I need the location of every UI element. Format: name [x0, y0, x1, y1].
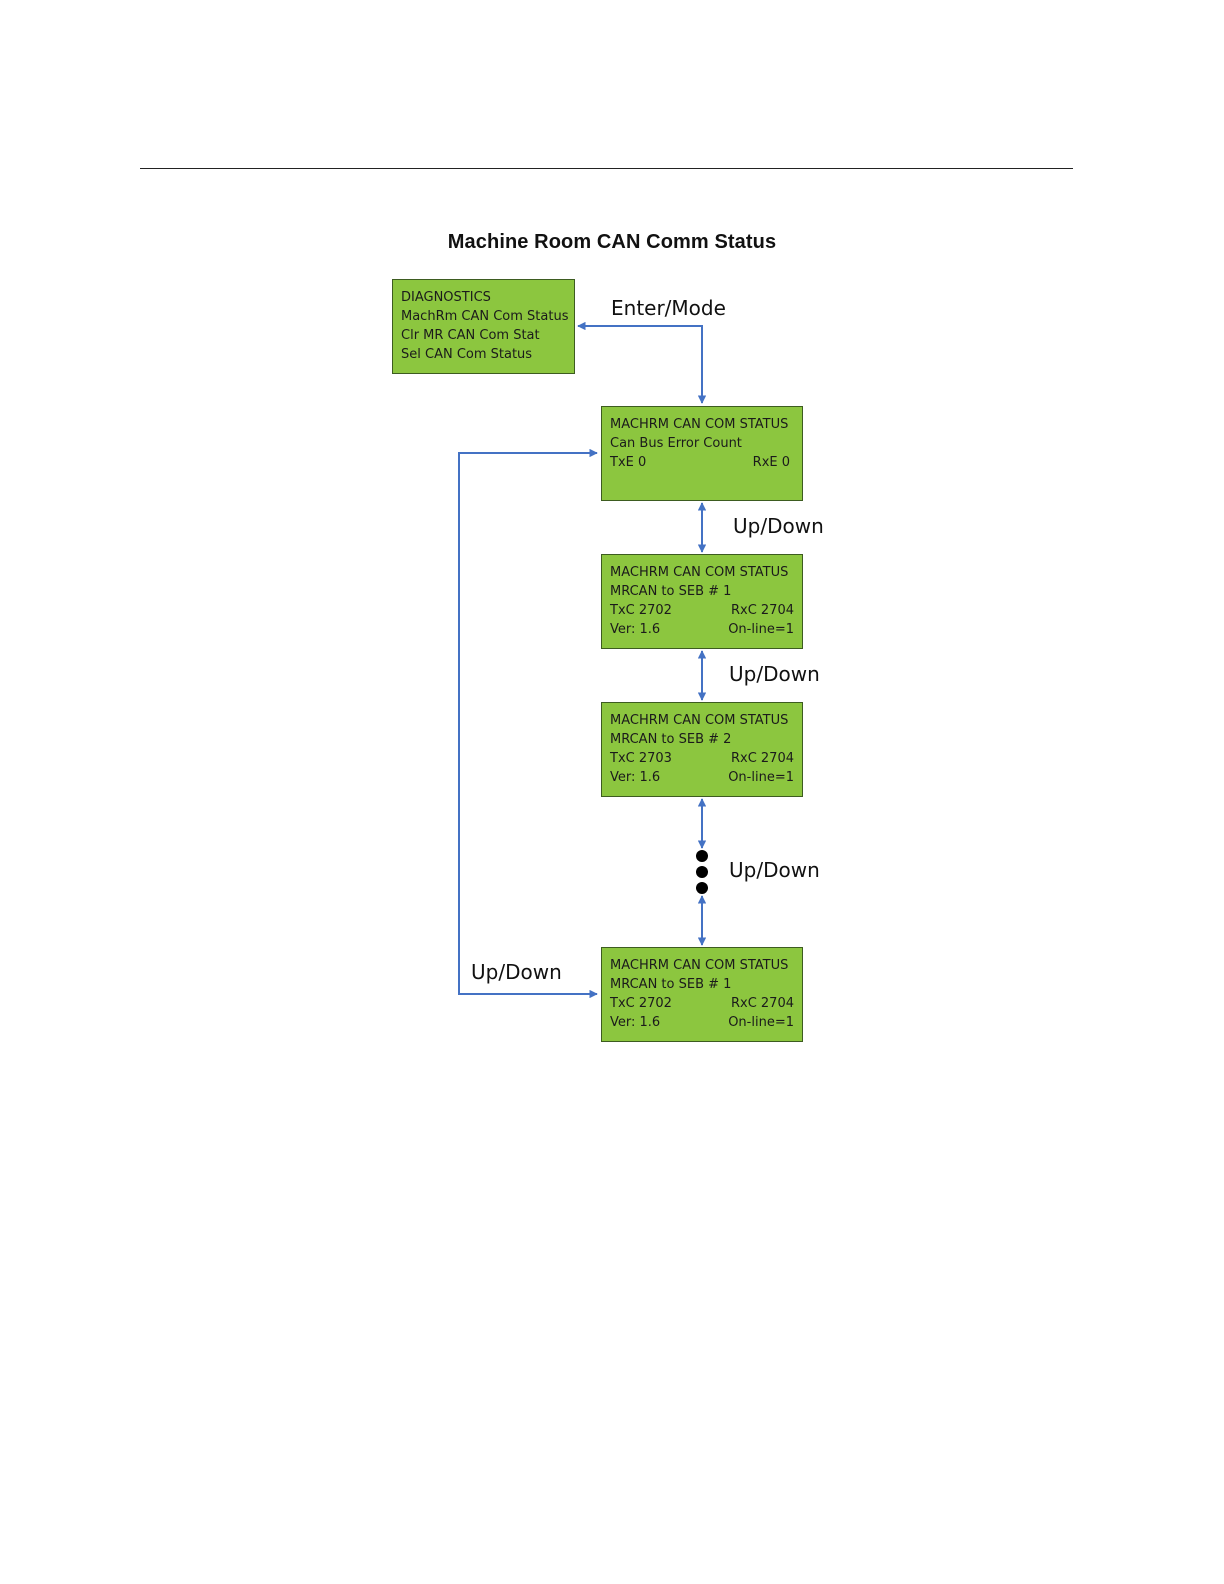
screen-row: TxE 0 RxE 0: [610, 453, 794, 472]
up-down-label: Up/Down: [729, 858, 820, 882]
screen-subtitle: Can Bus Error Count: [610, 436, 742, 451]
menu-line: MachRm CAN Com Status: [401, 309, 569, 324]
rxc-value: RxC 2704: [730, 751, 794, 766]
status-screen-last: MACHRM CAN COM STATUS MRCAN to SEB # 1 T…: [601, 947, 803, 1042]
screen-header: MACHRM CAN COM STATUS: [610, 713, 789, 728]
screen-subtitle: MRCAN to SEB # 1: [610, 977, 732, 992]
txc-value: TxC 2702: [610, 996, 672, 1011]
rxc-value: RxC 2704: [730, 996, 794, 1011]
screen-row: Ver: 1.6 On-line=1: [610, 620, 794, 639]
online-value: On-line=1: [728, 1015, 794, 1030]
status-screen-seb-1: MACHRM CAN COM STATUS MRCAN to SEB # 1 T…: [601, 554, 803, 649]
enter-mode-connector: [577, 321, 707, 404]
online-value: On-line=1: [728, 622, 794, 637]
version-value: Ver: 1.6: [610, 622, 661, 637]
version-value: Ver: 1.6: [610, 1015, 661, 1030]
up-down-label: Up/Down: [729, 662, 820, 686]
txc-value: TxC 2703: [610, 751, 672, 766]
txc-value: TxC 2702: [610, 603, 672, 618]
screen-subtitle: MRCAN to SEB # 1: [610, 584, 732, 599]
diagnostics-menu-box: DIAGNOSTICS MachRm CAN Com Status Clr MR…: [392, 279, 575, 374]
screen-row: Ver: 1.6 On-line=1: [610, 768, 794, 787]
enter-mode-label: Enter/Mode: [611, 296, 726, 320]
up-down-loop-label: Up/Down: [471, 960, 562, 984]
ellipsis-dot: [696, 850, 708, 862]
menu-line: DIAGNOSTICS: [401, 290, 491, 305]
screen-row: TxC 2702 RxC 2704: [610, 994, 794, 1013]
txe-value: TxE 0: [610, 455, 647, 470]
menu-line: Sel CAN Com Status: [401, 347, 533, 362]
screen-header: MACHRM CAN COM STATUS: [610, 417, 789, 432]
screen-subtitle: MRCAN to SEB # 2: [610, 732, 732, 747]
version-value: Ver: 1.6: [610, 770, 661, 785]
screen-header: MACHRM CAN COM STATUS: [610, 958, 789, 973]
screen-header: MACHRM CAN COM STATUS: [610, 565, 789, 580]
screen-row: TxC 2702 RxC 2704: [610, 601, 794, 620]
ellipsis-dot: [696, 866, 708, 878]
diagram-title: Machine Room CAN Comm Status: [447, 231, 777, 253]
status-screen-error-count: MACHRM CAN COM STATUS Can Bus Error Coun…: [601, 406, 803, 501]
rxc-value: RxC 2704: [730, 603, 794, 618]
rxe-value: RxE 0: [752, 455, 790, 470]
menu-line: Clr MR CAN Com Stat: [401, 328, 540, 343]
ellipsis-dot: [696, 882, 708, 894]
up-down-label: Up/Down: [733, 514, 824, 538]
online-value: On-line=1: [728, 770, 794, 785]
status-screen-seb-2: MACHRM CAN COM STATUS MRCAN to SEB # 2 T…: [601, 702, 803, 797]
screen-row: Ver: 1.6 On-line=1: [610, 1013, 794, 1032]
header-rule: [140, 168, 1073, 169]
screen-row: TxC 2703 RxC 2704: [610, 749, 794, 768]
loop-connector: [458, 448, 598, 999]
